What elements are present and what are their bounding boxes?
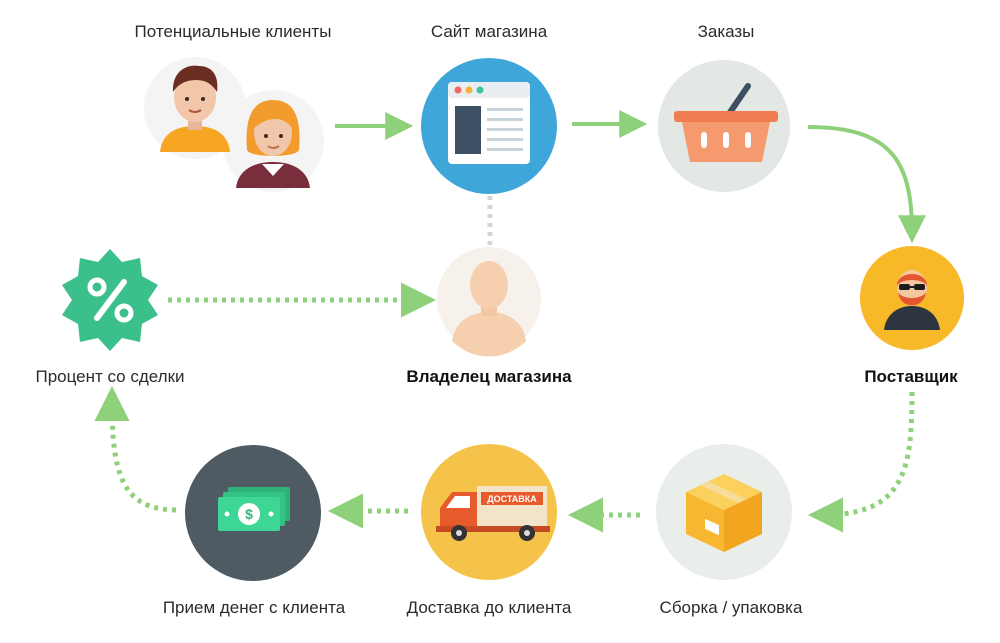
label-percent: Процент со сделки [35, 367, 185, 386]
arrow-payment-to-percent [94, 386, 177, 513]
label-store-owner: Владелец магазина [406, 367, 572, 386]
arrow-orders-to-supplier [807, 125, 926, 244]
label-supplier: Поставщик [864, 367, 958, 386]
money-icon: $ [185, 445, 321, 581]
supplier-avatar-icon [860, 246, 964, 350]
label-store-site: Сайт магазина [430, 22, 548, 41]
svg-text:$: $ [245, 506, 253, 522]
label-assembly: Сборка / упаковка [659, 598, 803, 617]
label-payment: Прием денег с клиента [162, 598, 346, 617]
label-potential-clients: Потенциальные клиенты [134, 22, 332, 41]
website-icon [421, 58, 557, 194]
label-orders: Заказы [697, 22, 755, 41]
basket-icon [658, 60, 790, 192]
label-delivery: Доставка до клиента [406, 598, 572, 617]
connector-arrows [94, 110, 926, 533]
truck-icon: ДОСТАВКА [421, 444, 557, 580]
box-icon [656, 444, 792, 580]
owner-avatar-icon [437, 247, 541, 357]
people-icon [144, 57, 324, 192]
arrow-supplier-to-assembly [808, 391, 915, 533]
percent-badge-icon [62, 249, 158, 351]
truck-text: ДОСТАВКА [487, 494, 537, 504]
